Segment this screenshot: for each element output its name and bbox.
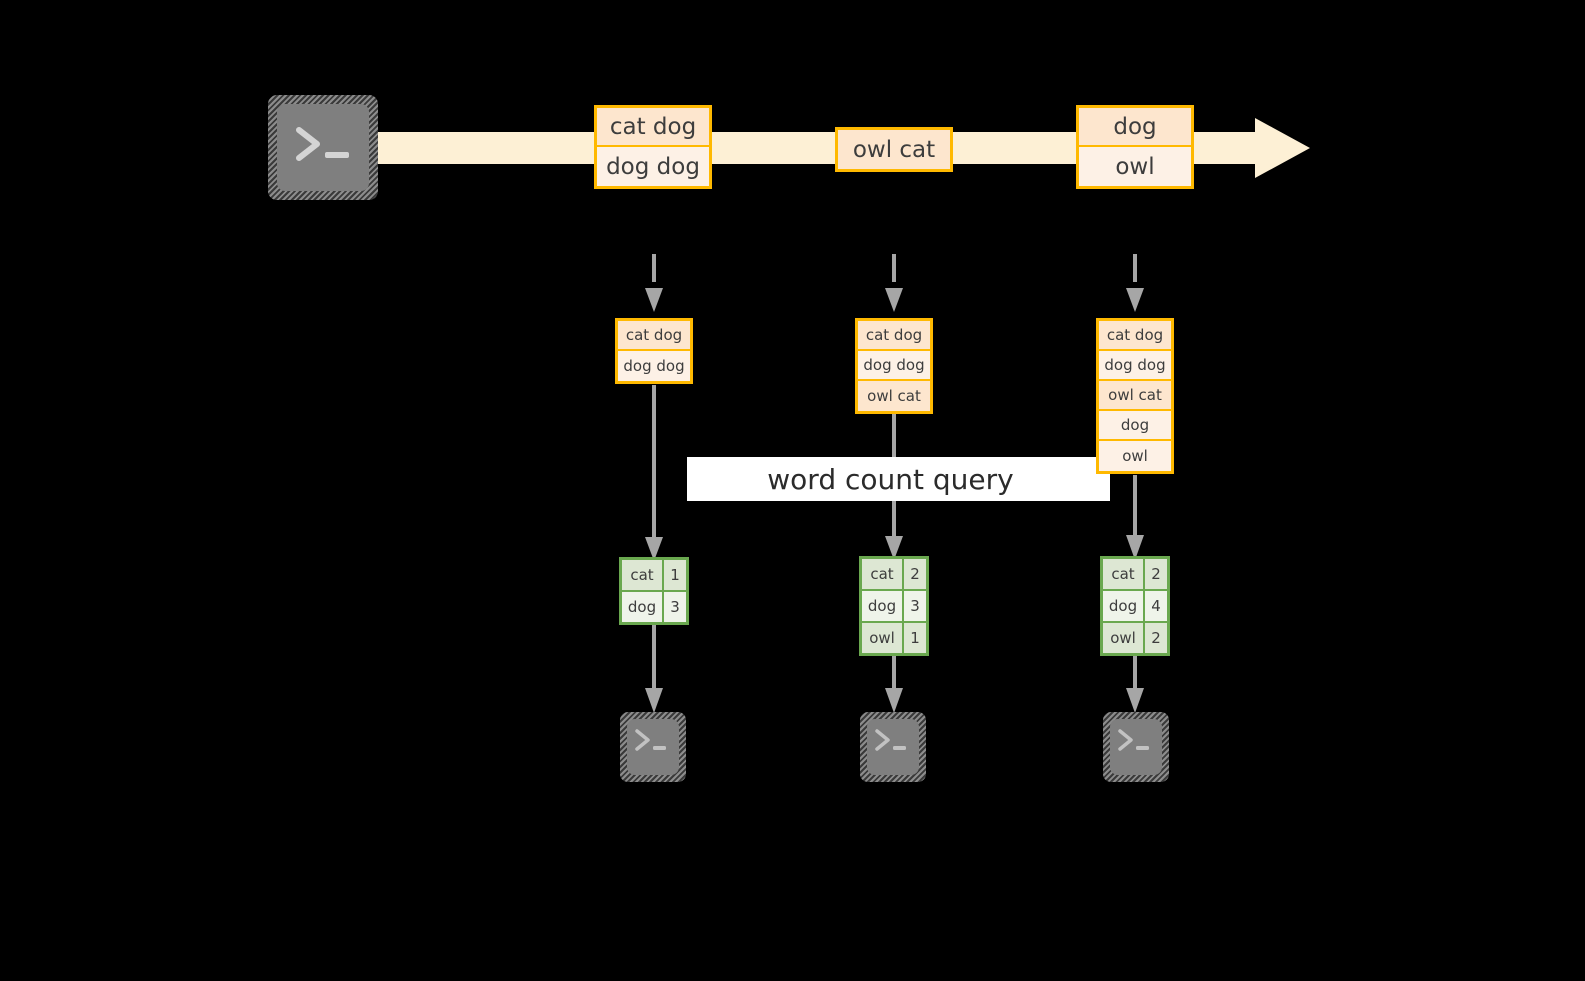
result-to-sink-connector-2 bbox=[885, 650, 903, 713]
count-cell: 1 bbox=[664, 560, 686, 590]
table-row: owl 2 bbox=[1103, 623, 1167, 653]
word-cell: cat bbox=[622, 560, 664, 590]
batch-line: dog dog bbox=[618, 351, 690, 381]
terminal-prompt-icon bbox=[875, 729, 906, 751]
batch-to-result-connector-3 bbox=[1126, 475, 1144, 560]
table-row: cat 2 bbox=[1103, 559, 1167, 591]
count-cell: 4 bbox=[1145, 591, 1167, 621]
batch-line: cat dog bbox=[858, 321, 930, 351]
count-cell: 2 bbox=[904, 559, 926, 589]
batch-line: owl cat bbox=[1099, 381, 1171, 411]
terminal-screen bbox=[277, 104, 369, 191]
word-cell: dog bbox=[622, 592, 664, 622]
terminal-prompt-icon bbox=[1118, 729, 1149, 751]
terminal-prompt-icon bbox=[635, 729, 666, 751]
batch-line: owl cat bbox=[858, 381, 930, 411]
record-line: cat dog bbox=[597, 108, 709, 147]
record-line: dog dog bbox=[597, 147, 709, 186]
batch-line: cat dog bbox=[1099, 321, 1171, 351]
batch-to-result-connector-1 bbox=[645, 385, 663, 561]
count-cell: 3 bbox=[904, 591, 926, 621]
batch-line: dog bbox=[1099, 411, 1171, 441]
count-cell: 3 bbox=[664, 592, 686, 622]
record-line: owl cat bbox=[838, 130, 950, 169]
input-batch-column-1[interactable]: cat dog dog dog bbox=[615, 318, 693, 384]
stream-record-group-2[interactable]: owl cat bbox=[835, 127, 953, 172]
result-table-column-1[interactable]: cat 1 dog 3 bbox=[619, 557, 689, 625]
result-table-column-3[interactable]: cat 2 dog 4 owl 2 bbox=[1100, 556, 1170, 656]
sink-terminal-icon-column-3[interactable] bbox=[1103, 712, 1169, 782]
count-cell: 1 bbox=[904, 623, 926, 653]
sink-terminal-icon-column-2[interactable] bbox=[860, 712, 926, 782]
terminal-screen bbox=[627, 719, 679, 775]
result-to-sink-connector-3 bbox=[1126, 650, 1144, 713]
word-cell: dog bbox=[862, 591, 904, 621]
dashed-connector-2 bbox=[885, 254, 903, 312]
dashed-connector-1 bbox=[645, 254, 663, 312]
record-line: dog bbox=[1079, 108, 1191, 147]
table-row: owl 1 bbox=[862, 623, 926, 653]
result-table-column-2[interactable]: cat 2 dog 3 owl 1 bbox=[859, 556, 929, 656]
word-cell: cat bbox=[1103, 559, 1145, 589]
query-label-text: word count query bbox=[767, 462, 1014, 496]
table-row: dog 3 bbox=[622, 592, 686, 622]
sink-terminal-icon-column-1[interactable] bbox=[620, 712, 686, 782]
dashed-connector-3 bbox=[1126, 254, 1144, 312]
word-cell: owl bbox=[862, 623, 904, 653]
table-row: dog 4 bbox=[1103, 591, 1167, 623]
terminal-screen bbox=[1110, 719, 1162, 775]
batch-line: owl bbox=[1099, 441, 1171, 471]
terminal-prompt-icon bbox=[296, 127, 349, 161]
stream-record-group-3[interactable]: dog owl bbox=[1076, 105, 1194, 189]
source-terminal-icon[interactable] bbox=[268, 95, 378, 200]
word-count-query-label: word count query bbox=[687, 457, 1110, 501]
count-cell: 2 bbox=[1145, 559, 1167, 589]
word-cell: cat bbox=[862, 559, 904, 589]
batch-line: cat dog bbox=[618, 321, 690, 351]
batch-line: dog dog bbox=[858, 351, 930, 381]
table-row: dog 3 bbox=[862, 591, 926, 623]
batch-line: dog dog bbox=[1099, 351, 1171, 381]
count-cell: 2 bbox=[1145, 623, 1167, 653]
input-batch-column-2[interactable]: cat dog dog dog owl cat bbox=[855, 318, 933, 414]
terminal-screen bbox=[867, 719, 919, 775]
word-cell: owl bbox=[1103, 623, 1145, 653]
input-batch-column-3[interactable]: cat dog dog dog owl cat dog owl bbox=[1096, 318, 1174, 474]
table-row: cat 2 bbox=[862, 559, 926, 591]
stream-record-group-1[interactable]: cat dog dog dog bbox=[594, 105, 712, 189]
result-to-sink-connector-1 bbox=[645, 620, 663, 713]
word-cell: dog bbox=[1103, 591, 1145, 621]
record-line: owl bbox=[1079, 147, 1191, 186]
table-row: cat 1 bbox=[622, 560, 686, 592]
